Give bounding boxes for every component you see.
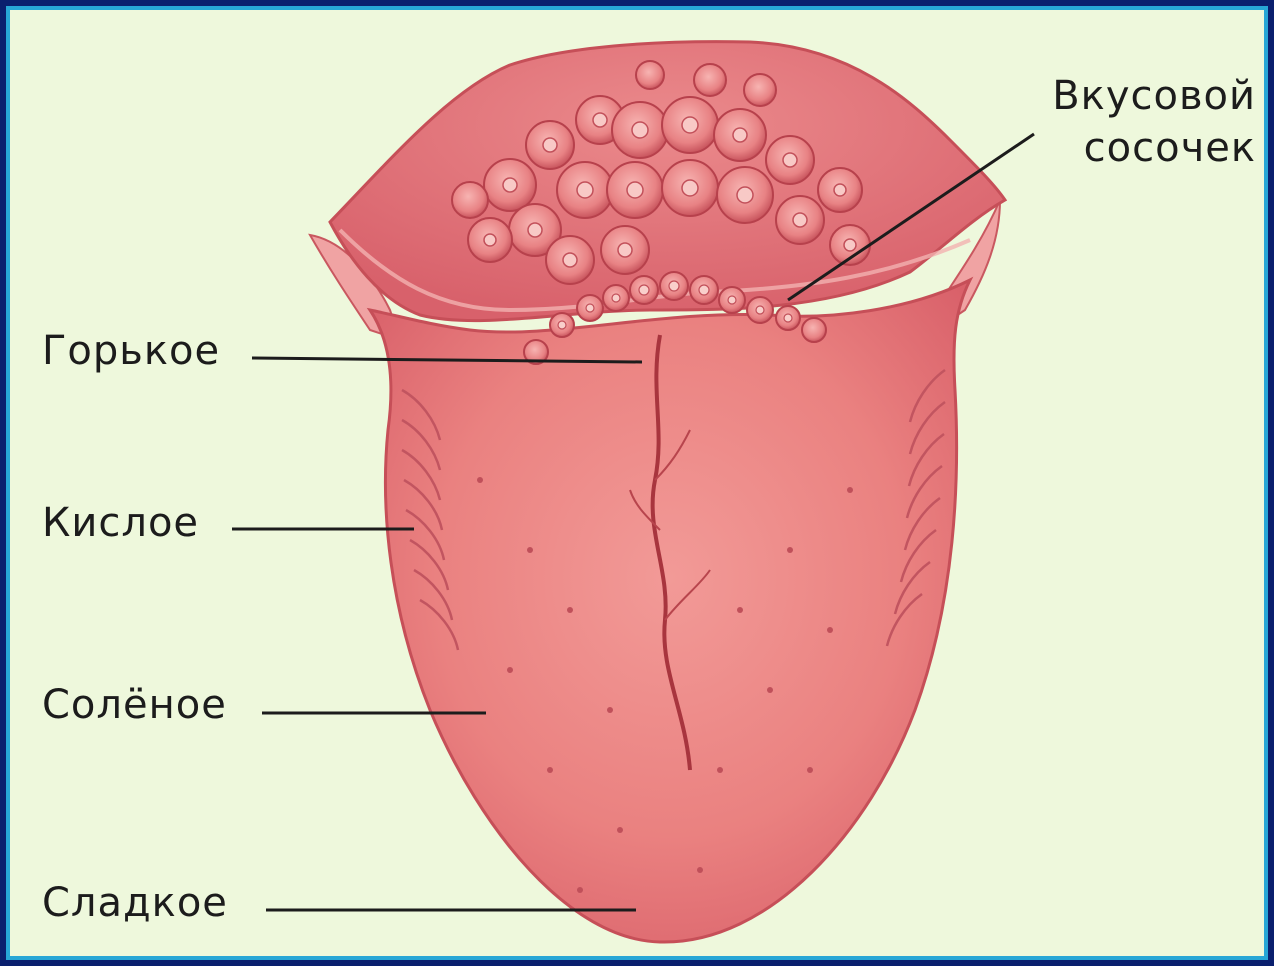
label-taste-papilla: Вкусовой сосочек	[1010, 70, 1256, 174]
label-papilla-line2: сосочек	[1010, 122, 1256, 174]
label-bitter: Горькое	[42, 328, 220, 374]
tongue-body	[370, 280, 970, 942]
label-sour: Кислое	[42, 500, 199, 546]
diagram-panel: Вкусовой сосочек Горькое Кислое Солёное …	[6, 6, 1268, 960]
label-salty: Солёное	[42, 682, 227, 728]
label-sweet: Сладкое	[42, 880, 228, 926]
label-papilla-line1: Вкусовой	[1010, 70, 1256, 122]
